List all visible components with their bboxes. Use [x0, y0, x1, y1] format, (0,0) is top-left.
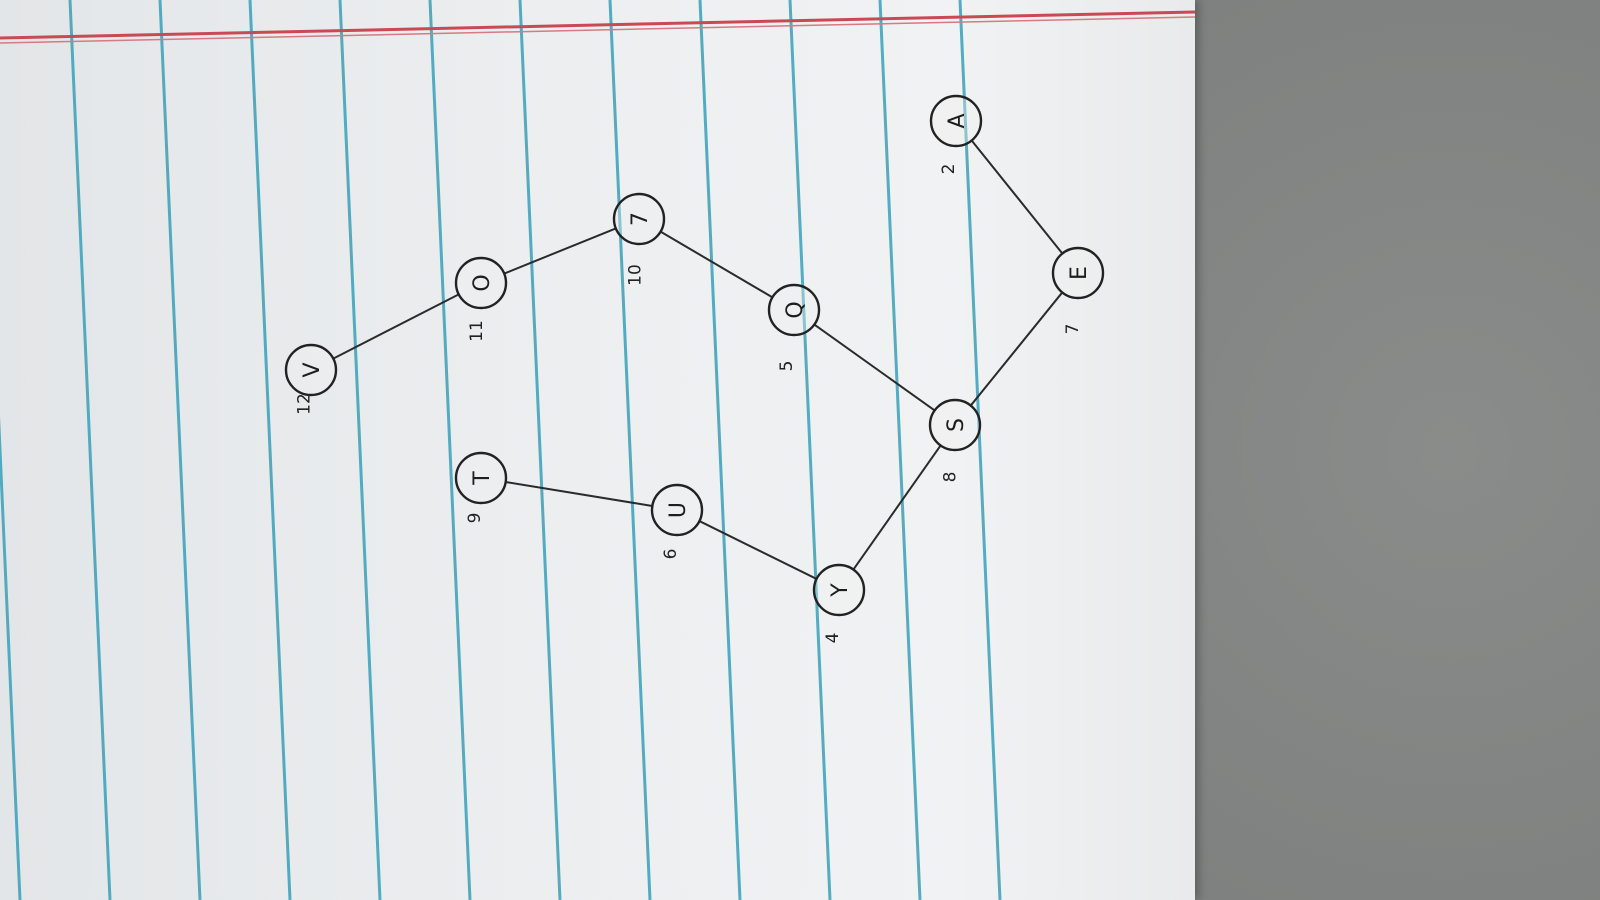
ruled-line: [158, 0, 202, 900]
ruled-lines: [0, 0, 1002, 900]
node-weight-label: 12: [294, 393, 314, 415]
ruled-line: [338, 0, 382, 900]
edge-S-Q: [813, 323, 936, 412]
node-label: O: [470, 274, 495, 291]
node-circle: [454, 256, 508, 310]
edge-U-T: [504, 481, 654, 507]
edge-O-V: [332, 293, 460, 360]
node-circle: [1051, 246, 1105, 300]
node-S: S8: [928, 398, 982, 483]
node-label: V: [300, 362, 325, 377]
edge-Y-U: [698, 520, 818, 580]
node-label: 7: [628, 212, 653, 226]
node-label: Q: [783, 301, 808, 318]
ruled-line: [428, 0, 472, 900]
ruled-line: [698, 0, 742, 900]
node-Z: 7 10: [612, 192, 666, 286]
edge-S-Y: [852, 444, 942, 571]
node-T: T9: [454, 451, 508, 524]
node-circle: [650, 483, 704, 537]
node-weight-label: 11: [467, 320, 487, 342]
ruled-line: [248, 0, 292, 900]
node-label: A: [945, 113, 970, 128]
node-circle: [929, 94, 983, 148]
node-circle: [812, 563, 866, 617]
node-V: V 12: [284, 343, 338, 415]
node-circle: [767, 283, 821, 337]
node-Q: Q5: [767, 283, 821, 372]
node-A: A2: [929, 94, 983, 175]
node-label: U: [666, 502, 691, 518]
node-Y: Y4: [812, 563, 866, 644]
node-circle: [928, 398, 982, 452]
edge-Q-Z: [659, 230, 774, 299]
edge-Z-O: [503, 227, 617, 275]
ruled-line: [958, 0, 1002, 900]
ruled-line: [788, 0, 832, 900]
margin-line: [0, 10, 1195, 40]
node-circle: [284, 343, 338, 397]
node-O: O 11: [454, 256, 508, 342]
graph-edges: [332, 139, 1064, 580]
node-label: E: [1067, 266, 1092, 280]
node-circle: [454, 451, 508, 505]
ruled-line: [608, 0, 652, 900]
node-label: T: [470, 471, 495, 486]
ruled-line: [878, 0, 922, 900]
edge-A-E: [970, 139, 1064, 255]
edge-E-S: [969, 291, 1064, 407]
node-circle: [612, 192, 666, 246]
node-weight-label: 7: [1063, 324, 1083, 335]
node-weight-label: 5: [777, 361, 797, 372]
node-weight-label: 2: [939, 164, 959, 175]
ruled-line: [518, 0, 562, 900]
node-label: Y: [828, 583, 853, 598]
margin-line-shadow: [0, 16, 1195, 44]
ruled-line: [68, 0, 112, 900]
node-weight-label: 9: [465, 513, 485, 524]
node-weight-label: 10: [626, 264, 646, 286]
node-U: U6: [650, 483, 704, 560]
node-weight-label: 8: [940, 472, 960, 483]
ruled-line: [0, 416, 22, 900]
node-weight-label: 4: [823, 633, 843, 644]
node-weight-label: 6: [661, 549, 681, 560]
node-E: E7: [1051, 246, 1105, 335]
node-label: S: [944, 418, 969, 432]
